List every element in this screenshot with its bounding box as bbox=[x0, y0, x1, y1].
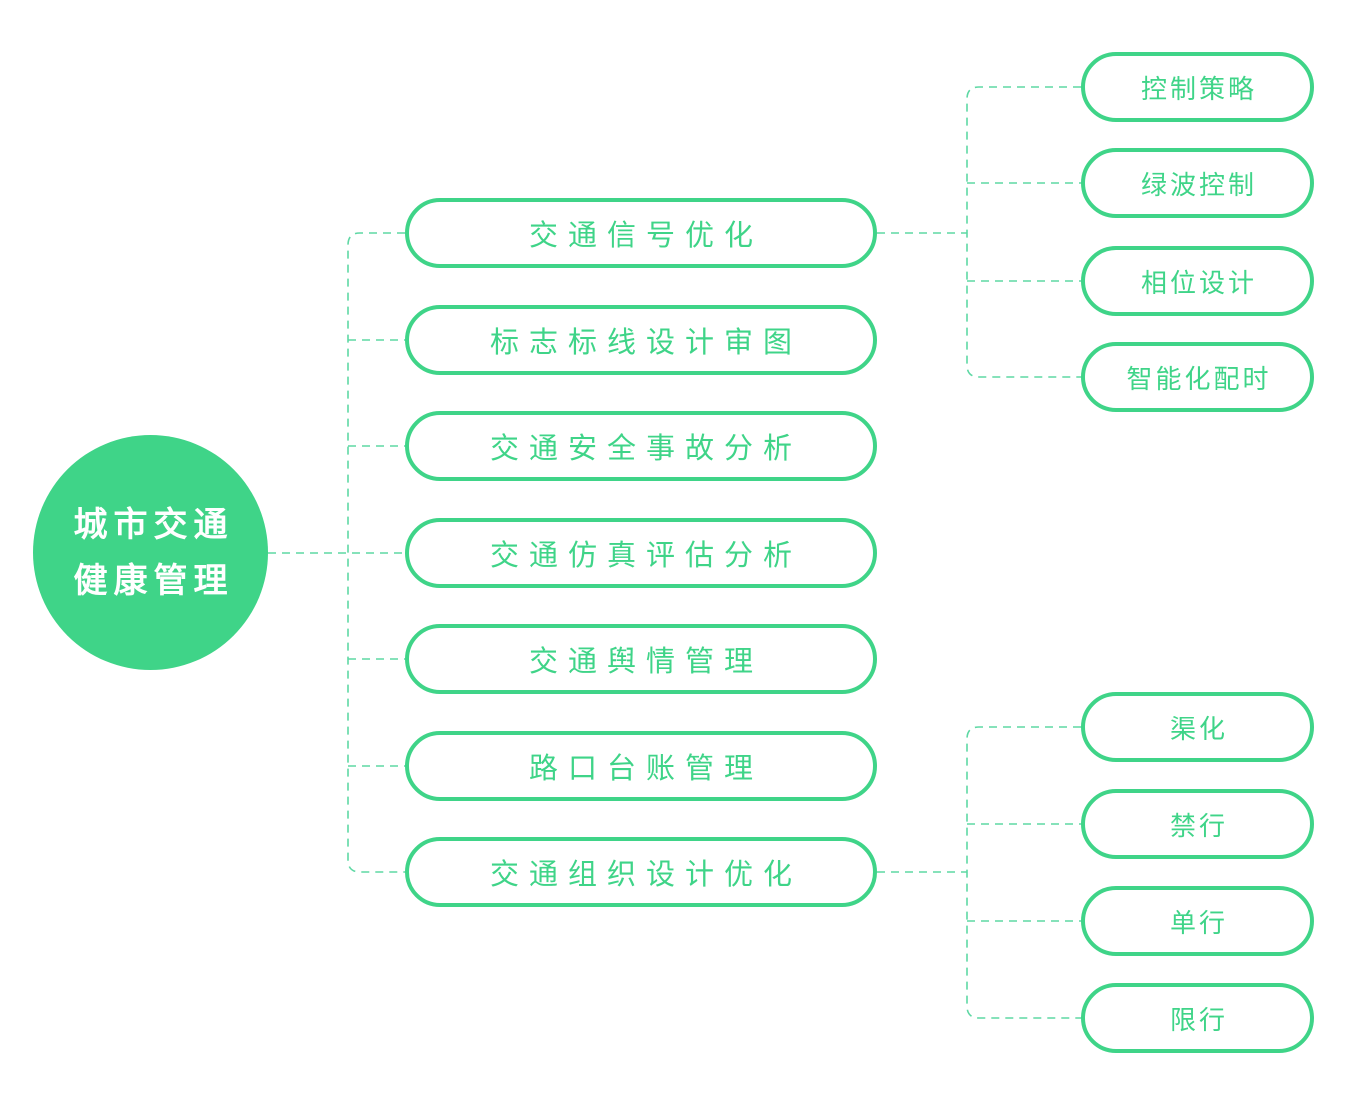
root-node-urban-traffic-health[interactable]: 城市交通 健康管理 bbox=[33, 435, 268, 670]
root-label-line1: 城市交通 bbox=[73, 505, 234, 544]
node-signal-optimization[interactable]: 交通信号优化 bbox=[405, 198, 877, 268]
connector-left-trunk bbox=[347, 232, 405, 873]
node-sign-marking-review[interactable]: 标志标线设计审图 bbox=[405, 305, 877, 375]
node-phase-design[interactable]: 相位设计 bbox=[1081, 246, 1314, 316]
node-label: 交通舆情管理 bbox=[528, 646, 763, 678]
node-label: 交通信号优化 bbox=[528, 220, 763, 252]
node-channelization[interactable]: 渠化 bbox=[1081, 692, 1314, 762]
node-green-wave-control[interactable]: 绿波控制 bbox=[1081, 148, 1314, 218]
node-control-strategy[interactable]: 控制策略 bbox=[1081, 52, 1314, 122]
node-label: 禁行 bbox=[1169, 810, 1228, 841]
node-label: 标志标线设计审图 bbox=[489, 327, 802, 359]
node-public-opinion-management[interactable]: 交通舆情管理 bbox=[405, 624, 877, 694]
node-label: 交通安全事故分析 bbox=[489, 433, 802, 465]
connector-bottomright-trunk bbox=[966, 726, 1081, 1019]
node-no-entry[interactable]: 禁行 bbox=[1081, 789, 1314, 859]
node-accident-analysis[interactable]: 交通安全事故分析 bbox=[405, 411, 877, 481]
node-label: 单行 bbox=[1169, 907, 1228, 938]
node-label: 渠化 bbox=[1169, 713, 1228, 744]
connector-topright-trunk bbox=[966, 86, 1081, 378]
node-label: 限行 bbox=[1169, 1004, 1228, 1035]
node-label: 交通组织设计优化 bbox=[489, 859, 802, 891]
node-smart-timing[interactable]: 智能化配时 bbox=[1081, 342, 1314, 412]
node-label: 路口台账管理 bbox=[528, 753, 763, 785]
node-simulation-evaluation[interactable]: 交通仿真评估分析 bbox=[405, 518, 877, 588]
node-restricted-travel[interactable]: 限行 bbox=[1081, 983, 1314, 1053]
root-label-line2: 健康管理 bbox=[73, 561, 234, 600]
node-label: 交通仿真评估分析 bbox=[489, 540, 802, 572]
node-label: 绿波控制 bbox=[1140, 169, 1257, 200]
node-label: 相位设计 bbox=[1140, 267, 1257, 298]
node-organization-design[interactable]: 交通组织设计优化 bbox=[405, 837, 877, 907]
node-label: 智能化配时 bbox=[1126, 363, 1272, 394]
node-label: 控制策略 bbox=[1140, 73, 1257, 104]
node-one-way[interactable]: 单行 bbox=[1081, 886, 1314, 956]
node-intersection-ledger[interactable]: 路口台账管理 bbox=[405, 731, 877, 801]
